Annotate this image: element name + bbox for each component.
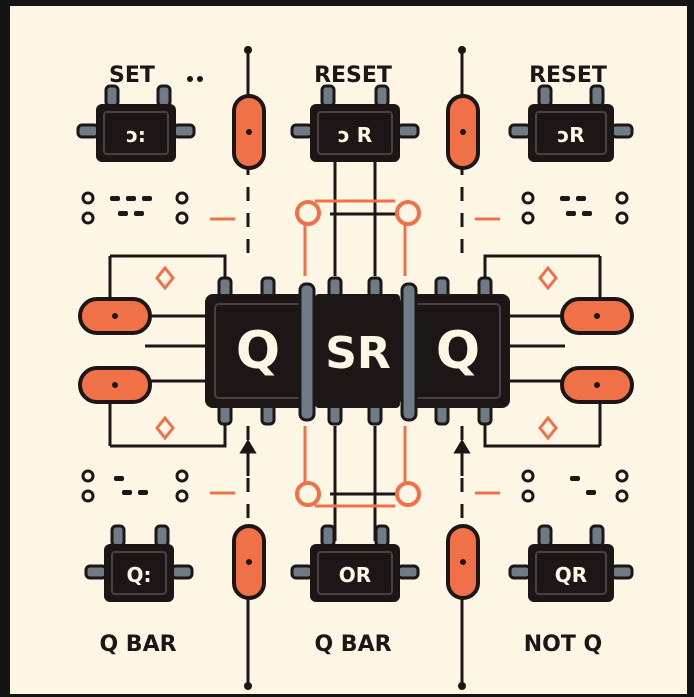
chip-top-center-label: ɔ R [338, 123, 372, 147]
chip-top-right-label: ɔR [557, 123, 584, 147]
sr-latch-diagram: ɔ: ɔ R ɔR Q: OR QR [76, 46, 634, 690]
chip-bottom-right: QR [508, 524, 634, 602]
center-left-q: Q [236, 321, 280, 381]
center-right-q: Q [436, 321, 480, 381]
capsule-dots [246, 129, 466, 565]
label-reset-center: RESET [314, 63, 392, 88]
chip-bottom-center-label: OR [339, 563, 371, 587]
chip-bottom-right-label: QR [555, 563, 587, 587]
diagram-canvas: ɔ: ɔ R ɔR Q: OR QR [10, 6, 687, 694]
dot-patterns [81, 191, 629, 503]
chip-bottom-left: Q: [84, 524, 194, 602]
chip-top-left-label: ɔ: [126, 123, 146, 147]
label-reset-right: RESET [529, 63, 607, 88]
label-set: SET [109, 63, 155, 88]
arrows [239, 439, 471, 476]
chip-top-left: ɔ: [76, 84, 196, 162]
label-q-bar-left: Q BAR [99, 632, 176, 657]
dash-patterns [110, 196, 596, 495]
central-chip-block: Q SR Q [205, 276, 510, 426]
chip-bottom-left-label: Q: [127, 563, 152, 587]
chip-top-center: ɔ R [290, 84, 420, 162]
label-not-q: NOT Q [524, 632, 602, 657]
horizontal-capsule-dots [112, 313, 600, 388]
chip-top-right: ɔR [508, 84, 634, 162]
label-q-bar-center: Q BAR [314, 632, 391, 657]
terminal-dots [187, 46, 466, 690]
center-sr: SR [325, 328, 391, 379]
accent-rings [295, 200, 421, 507]
chip-bottom-center: OR [290, 524, 420, 602]
diamond-markers [155, 265, 558, 441]
accent-wires [210, 199, 500, 508]
